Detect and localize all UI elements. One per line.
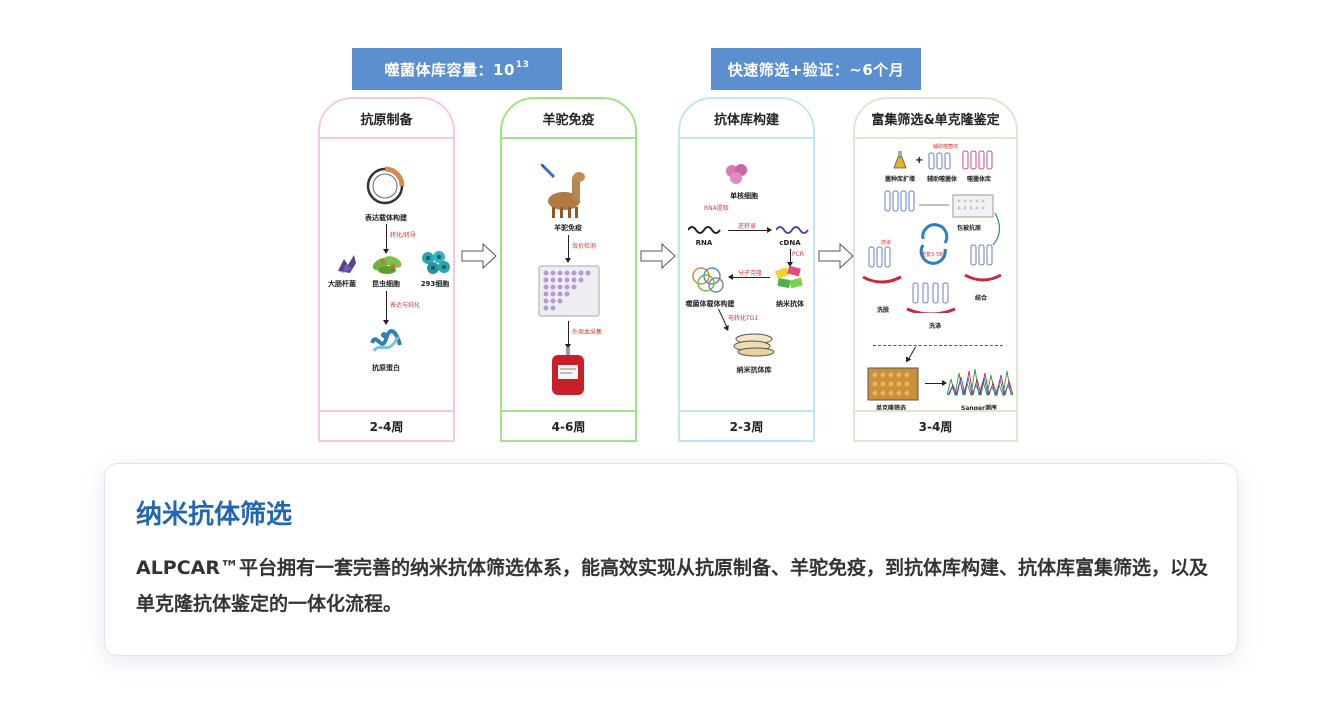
cell293-label: 293细胞 [420,280,450,288]
protein-icon [370,329,402,352]
step-duration: 2-4周 [320,410,453,440]
arrow-down [565,235,571,263]
express-label: 表达与纯化 [390,302,421,309]
divider [873,345,1003,346]
step-title: 富集筛选&单克隆鉴定 [855,99,1016,139]
clone-label: 分子克隆 [738,270,763,277]
phage-lib-label: 噬菌体库 [966,176,992,183]
capacity-label: 噬菌体库容量：10 [384,60,515,79]
titer-label: 效价检测 [572,243,597,250]
wash-label: 洗涤 [928,323,942,330]
arrow-down [908,346,916,360]
vector-label: 表达载体构建 [365,214,407,222]
step-column-library: 抗体库构建 单核细胞 RNA提取 RNA 逆转录 cDNA PCR [678,97,815,442]
step-column-immunization: 羊驼免疫 羊驼免疫 效价检测 [500,97,637,442]
plate-label: 包被抗原 [956,225,982,232]
step-duration: 4-6周 [502,410,635,440]
library-label: 纳米抗体库 [736,366,772,374]
step-body: 羊驼免疫 效价检测 外周血采集 [502,139,635,412]
cdna-wave-icon [776,226,809,234]
phage-vector-icon [692,267,724,293]
chromatogram-icon [947,368,1014,397]
step-duration: 2-3周 [680,410,813,440]
flask-icon [893,151,907,169]
ecoli-label: 大肠杆菌 [328,280,356,288]
pcr-label: PCR [792,251,804,258]
arrow-down [787,249,793,267]
sanger-label: Sanger测序 [961,405,997,412]
nanobody-label: 纳米抗体 [776,300,804,308]
timeline-label: 快速筛选+验证：~6个月 [727,60,905,79]
ecoli-icon [338,255,356,273]
amplify-label: 菌种库扩增 [884,176,916,183]
pbmc-icon [726,164,747,184]
card-text: ALPCAR™平台拥有一套完善的纳米抗体筛选体系，能高效实现从抗原制备、羊驼免疫… [136,557,1209,615]
flow-arrow-icon [640,243,676,269]
blood-label: 外周血采集 [572,329,603,336]
description-card: 纳米抗体筛选 ALPCAR™平台拥有一套完善的纳米抗体筛选体系，能高效实现从抗原… [104,463,1238,656]
plasmid-icon [366,166,405,205]
timeline-banner: 快速筛选+验证：~6个月 [711,48,921,90]
syringe-icon [540,163,556,179]
arrow-down [383,291,389,325]
insect-cell-icon [372,256,402,274]
step-column-screening: 富集筛选&单克隆鉴定 + 辅助噬菌体 菌种库扩增 辅助噬菌体 噬菌体库 [853,97,1018,442]
arrow-right [728,227,772,233]
step-column-antigen: 抗原制备 表达载体构建 转化/转导 [318,97,455,442]
colony-plate-icon [867,367,919,401]
helper-label: 辅助噬菌体 [926,176,958,183]
insect-label: 昆虫细胞 [372,280,400,288]
plus-sign: + [915,155,924,166]
petri-dish-icon [733,333,775,357]
rt-label: 逆转录 [738,223,757,230]
flow-arrow-icon [818,243,854,269]
tubes-icon [928,152,951,170]
arrow-down [718,308,728,328]
capacity-exponent: 13 [515,60,530,70]
flow-arrow-icon [461,243,497,269]
bind-label: 结合 [974,295,988,302]
immune-label: 羊驼免疫 [554,224,582,232]
arrow-down [565,321,571,349]
infect-label: 感染 [881,240,892,246]
step-body: 表达载体构建 转化/转导 大肠杆菌 昆虫细胞 293细胞 [320,139,453,412]
phage-tubes-icon [962,150,993,170]
cdna-label: cDNA [779,239,801,247]
helper-top-label: 辅助噬菌体 [933,144,959,150]
step-title: 抗原制备 [320,99,453,139]
card-title: 纳米抗体筛选 [136,500,293,530]
rna-wave-icon [688,226,721,234]
vector-label: 噬菌体载体构建 [685,300,735,308]
rna-extract-label: RNA提取 [704,205,729,212]
arrow-left [728,274,770,280]
step-body: 单核细胞 RNA提取 RNA 逆转录 cDNA PCR 分子克隆 [680,139,813,412]
step-body: + 辅助噬菌体 菌种库扩增 辅助噬菌体 噬菌体库 [855,139,1016,412]
alpaca-icon [548,172,585,218]
antigen-label: 抗原蛋白 [372,364,400,372]
transform-label: 电转化TG1 [728,315,759,322]
step-title: 羊驼免疫 [502,99,635,139]
pbmc-label: 单核细胞 [730,192,758,200]
arrow-right [925,380,947,386]
rna-label: RNA [695,239,713,247]
elute-label: 洗脱 [876,307,890,314]
step-title: 抗体库构建 [680,99,813,139]
nanobody-icon [774,265,803,289]
panning-cycle-icon [862,190,1002,313]
repeat-label: 重复3-5轮 [921,252,945,258]
transfect-label: 转化/转导 [390,232,417,239]
cell-293-icon [422,251,450,274]
arrow-down [383,224,389,254]
single-clone-label: 单克隆筛选 [875,405,907,412]
elisa-plate-icon [538,265,600,317]
step-duration: 3-4周 [855,410,1016,440]
blood-bag-icon [552,347,584,395]
